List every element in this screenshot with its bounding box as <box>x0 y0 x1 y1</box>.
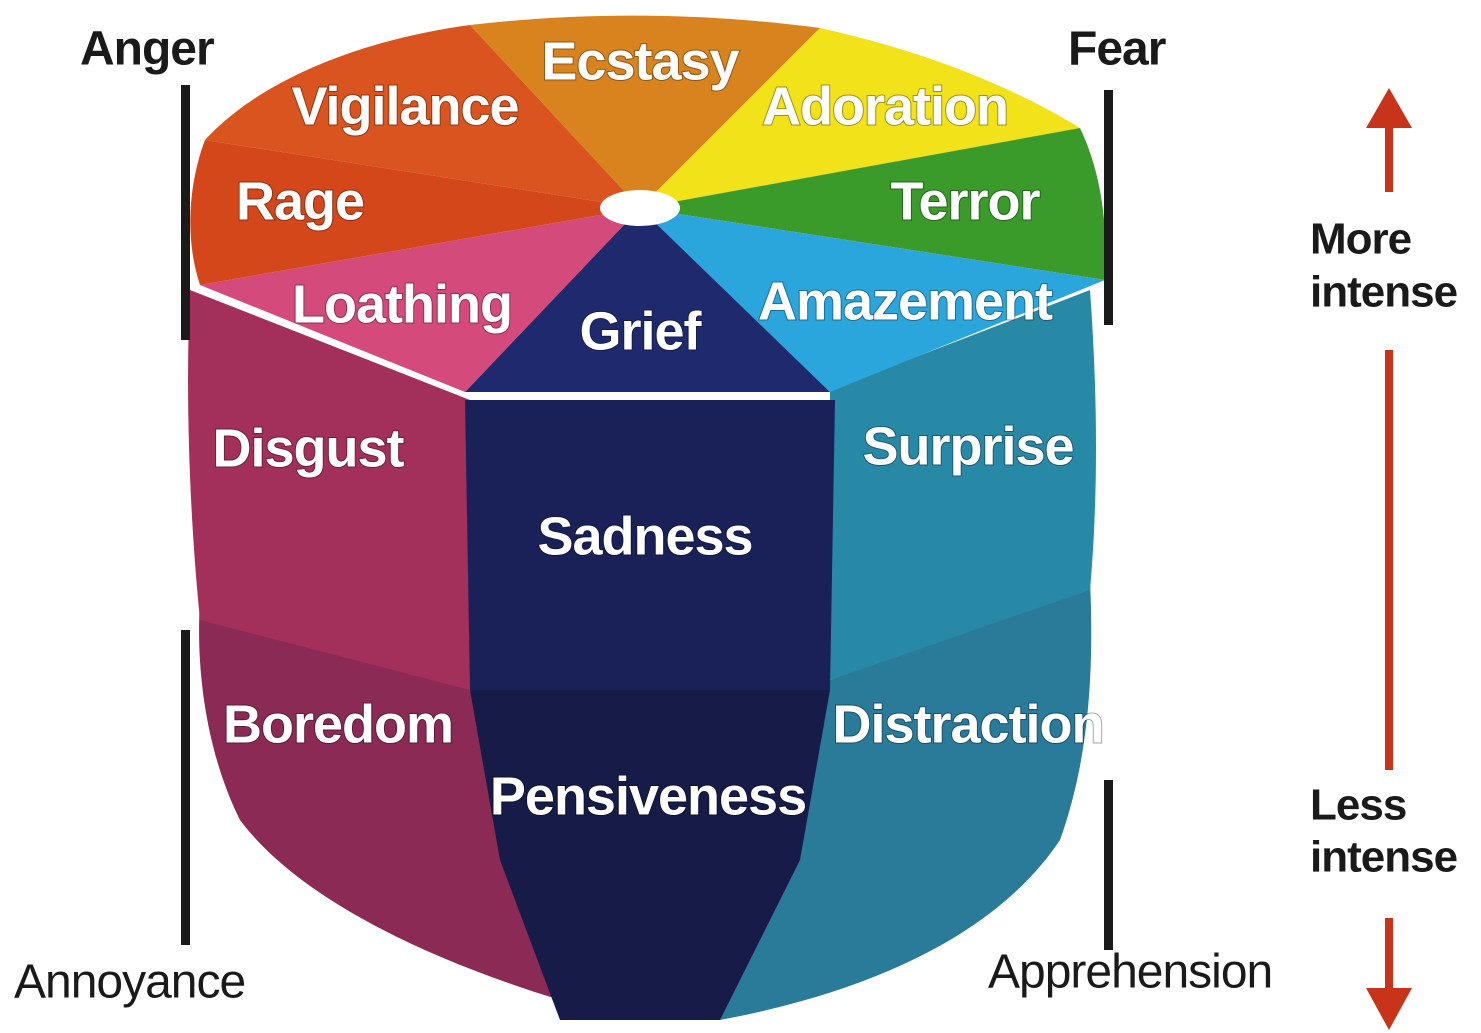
label-distraction: Distraction <box>832 694 1103 754</box>
label-anger: Anger <box>80 23 214 76</box>
label-disgust: Disgust <box>212 418 404 478</box>
center-hole <box>600 190 680 226</box>
arrow-up-shaft <box>1385 126 1393 192</box>
label-fear: Fear <box>1068 23 1166 76</box>
apprehension-pole-line <box>1104 780 1113 950</box>
label-more: More <box>1310 215 1411 264</box>
anger-pole-line <box>181 85 190 340</box>
arrow-up-icon <box>1366 88 1412 128</box>
label-amazement: Amazement <box>758 271 1053 331</box>
label-grief: Grief <box>579 301 702 361</box>
label-less-intense: intense <box>1310 833 1457 882</box>
label-pensiveness: Pensiveness <box>490 766 806 826</box>
label-loathing: Loathing <box>292 274 512 334</box>
annoyance-pole-line <box>181 630 190 945</box>
arrow-down-shaft <box>1385 918 1393 990</box>
arrow-down-icon <box>1366 988 1412 1030</box>
label-sadness: Sadness <box>537 506 752 566</box>
label-more-intense: intense <box>1310 268 1457 317</box>
label-apprehension: Apprehension <box>988 946 1272 999</box>
label-annoyance: Annoyance <box>14 956 245 1009</box>
fear-pole-line <box>1104 90 1113 325</box>
label-vigilance: Vigilance <box>291 76 518 136</box>
label-adoration: Adoration <box>762 76 1008 136</box>
label-less: Less <box>1310 781 1406 830</box>
label-rage: Rage <box>236 171 364 231</box>
label-terror: Terror <box>890 171 1040 231</box>
label-surprise: Surprise <box>862 416 1073 476</box>
scale-middle-line <box>1385 350 1393 770</box>
label-ecstasy: Ecstasy <box>541 31 739 91</box>
label-boredom: Boredom <box>223 694 453 754</box>
